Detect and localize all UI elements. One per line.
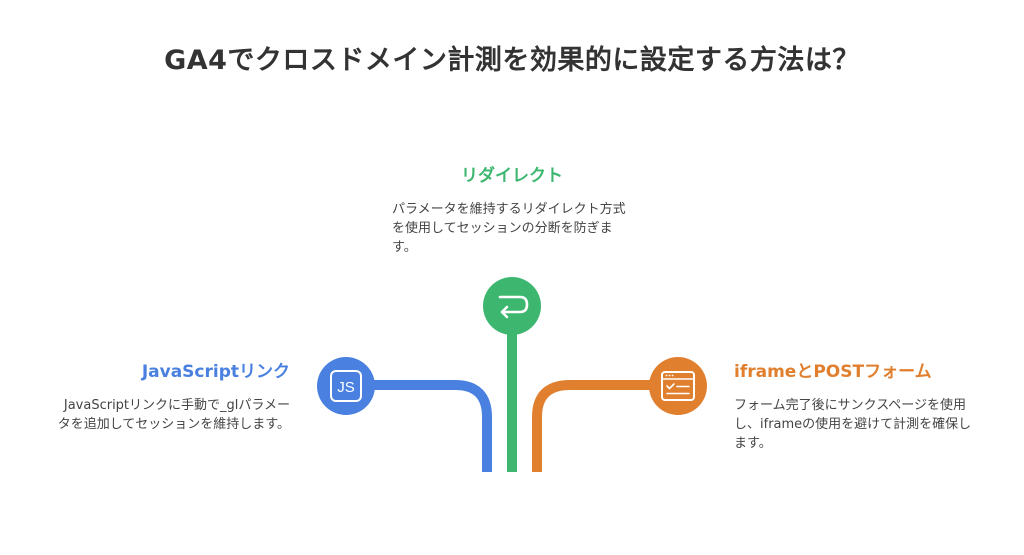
redirect-description: パラメータを維持するリダイレクト方式を使用してセッションの分断を防ぎます。: [392, 202, 626, 255]
browser-form-icon: [649, 357, 707, 415]
javascript-link-description: JavaScriptリンクに手動で_glパラメータを追加してセッションを維持しま…: [57, 398, 290, 432]
javascript-link-heading: JavaScriptリンク: [141, 362, 290, 382]
blue-connector: [373, 380, 492, 472]
redirect-heading: リダイレクト: [461, 166, 563, 186]
orange-connector: [532, 380, 650, 472]
iframe-post-form-description: フォーム完了後にサンクスページを使用し、iframeの使用を避けて計測を確保しま…: [734, 398, 972, 451]
js-icon: JS: [317, 357, 375, 415]
js-icon-label: JS: [337, 379, 355, 396]
iframe-post-form-heading: iframeとPOSTフォーム: [734, 362, 932, 382]
redirect-arrow-icon: [483, 277, 541, 335]
page-title: GA4でクロスドメイン計測を効果的に設定する方法は？: [164, 45, 860, 76]
